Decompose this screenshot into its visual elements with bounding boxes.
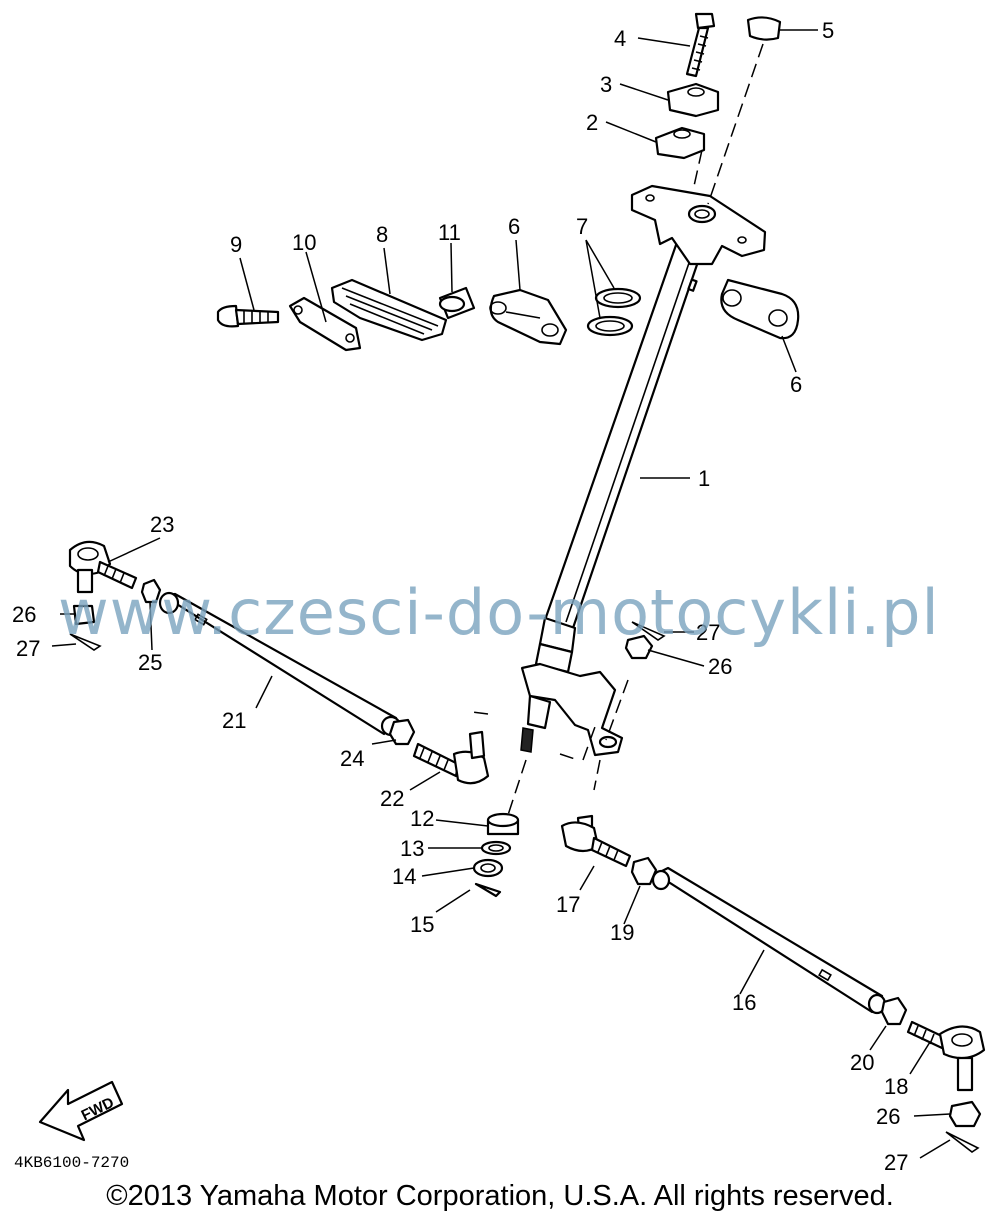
nut [140, 578, 162, 604]
callout-23: 23 [150, 512, 174, 537]
cotter-pin [69, 633, 102, 651]
callout-8: 8 [376, 222, 388, 247]
alignment-line [605, 679, 629, 741]
callout-1: 1 [698, 466, 710, 491]
upper-holder [666, 82, 720, 118]
copyright-notice: ©2013 Yamaha Motor Corporation, U.S.A. A… [106, 1180, 894, 1212]
callout-4: 4 [614, 26, 626, 51]
callout-12: 12 [410, 806, 434, 831]
callout-18: 18 [884, 1074, 908, 1099]
callout-9: 9 [230, 232, 242, 257]
callout-6-left: 6 [508, 214, 520, 239]
upper-bracket [630, 184, 767, 266]
plate [330, 278, 448, 342]
callout-15: 15 [410, 912, 434, 937]
alignment-line [707, 43, 764, 205]
nut [880, 996, 908, 1026]
callout-21: 21 [222, 708, 246, 733]
callout-27-middle: 27 [696, 620, 720, 645]
callout-25: 25 [138, 650, 162, 675]
alignment-line [593, 759, 601, 791]
callout-17: 17 [556, 892, 580, 917]
cotter-pin [631, 621, 666, 641]
callout-10: 10 [292, 230, 316, 255]
steering-shaft [520, 243, 704, 757]
ball-joint-18 [906, 1020, 986, 1092]
callout-13: 13 [400, 836, 424, 861]
callout-7: 7 [576, 214, 588, 239]
callout-labels: 1 2 3 4 5 6 6 7 8 9 10 11 12 13 14 15 16… [12, 18, 908, 1175]
left-ball-joint [68, 540, 138, 594]
callout-27-left: 27 [16, 636, 40, 661]
watermark: www.czesci-do-motocykli.pl [58, 576, 940, 649]
cap [746, 16, 782, 41]
lower-nut-stack [472, 812, 520, 898]
leader-lines [51, 29, 951, 1159]
castle-nut [72, 604, 96, 626]
fwd-arrow-icon: FWD [38, 1080, 124, 1142]
nut [630, 856, 658, 886]
callout-3: 3 [600, 72, 612, 97]
clamp-right [720, 278, 800, 340]
callout-6-right: 6 [790, 372, 802, 397]
cotter-pin [945, 1131, 980, 1153]
ball-joint-22 [412, 730, 490, 785]
callout-24: 24 [340, 746, 364, 771]
alignment-line [693, 149, 703, 187]
callout-16: 16 [732, 990, 756, 1015]
callout-27-right: 27 [884, 1150, 908, 1175]
holder-bolt [685, 12, 716, 78]
clamp-bolt [216, 304, 280, 328]
collar [438, 286, 476, 320]
ball-joint-17 [560, 814, 632, 868]
callout-26-middle: 26 [708, 654, 732, 679]
alignment-line [507, 759, 527, 816]
callout-19: 19 [610, 920, 634, 945]
callout-14: 14 [392, 864, 416, 889]
callout-22: 22 [380, 786, 404, 811]
castle-nut [624, 634, 654, 660]
nut [388, 718, 416, 746]
callout-20: 20 [850, 1050, 874, 1075]
callout-2: 2 [586, 110, 598, 135]
clamp-left [489, 288, 568, 346]
callout-26-right: 26 [876, 1104, 900, 1129]
callout-5: 5 [822, 18, 834, 43]
washers [586, 287, 642, 337]
callout-26-left: 26 [12, 602, 36, 627]
alignment-line [471, 711, 597, 761]
right-tie-rod [651, 866, 887, 1015]
castle-nut [948, 1100, 982, 1128]
lock-plate [288, 296, 362, 352]
diagram-code: 4KB6100-7270 [14, 1154, 130, 1172]
callout-11: 11 [438, 220, 461, 245]
lower-holder [654, 126, 706, 160]
